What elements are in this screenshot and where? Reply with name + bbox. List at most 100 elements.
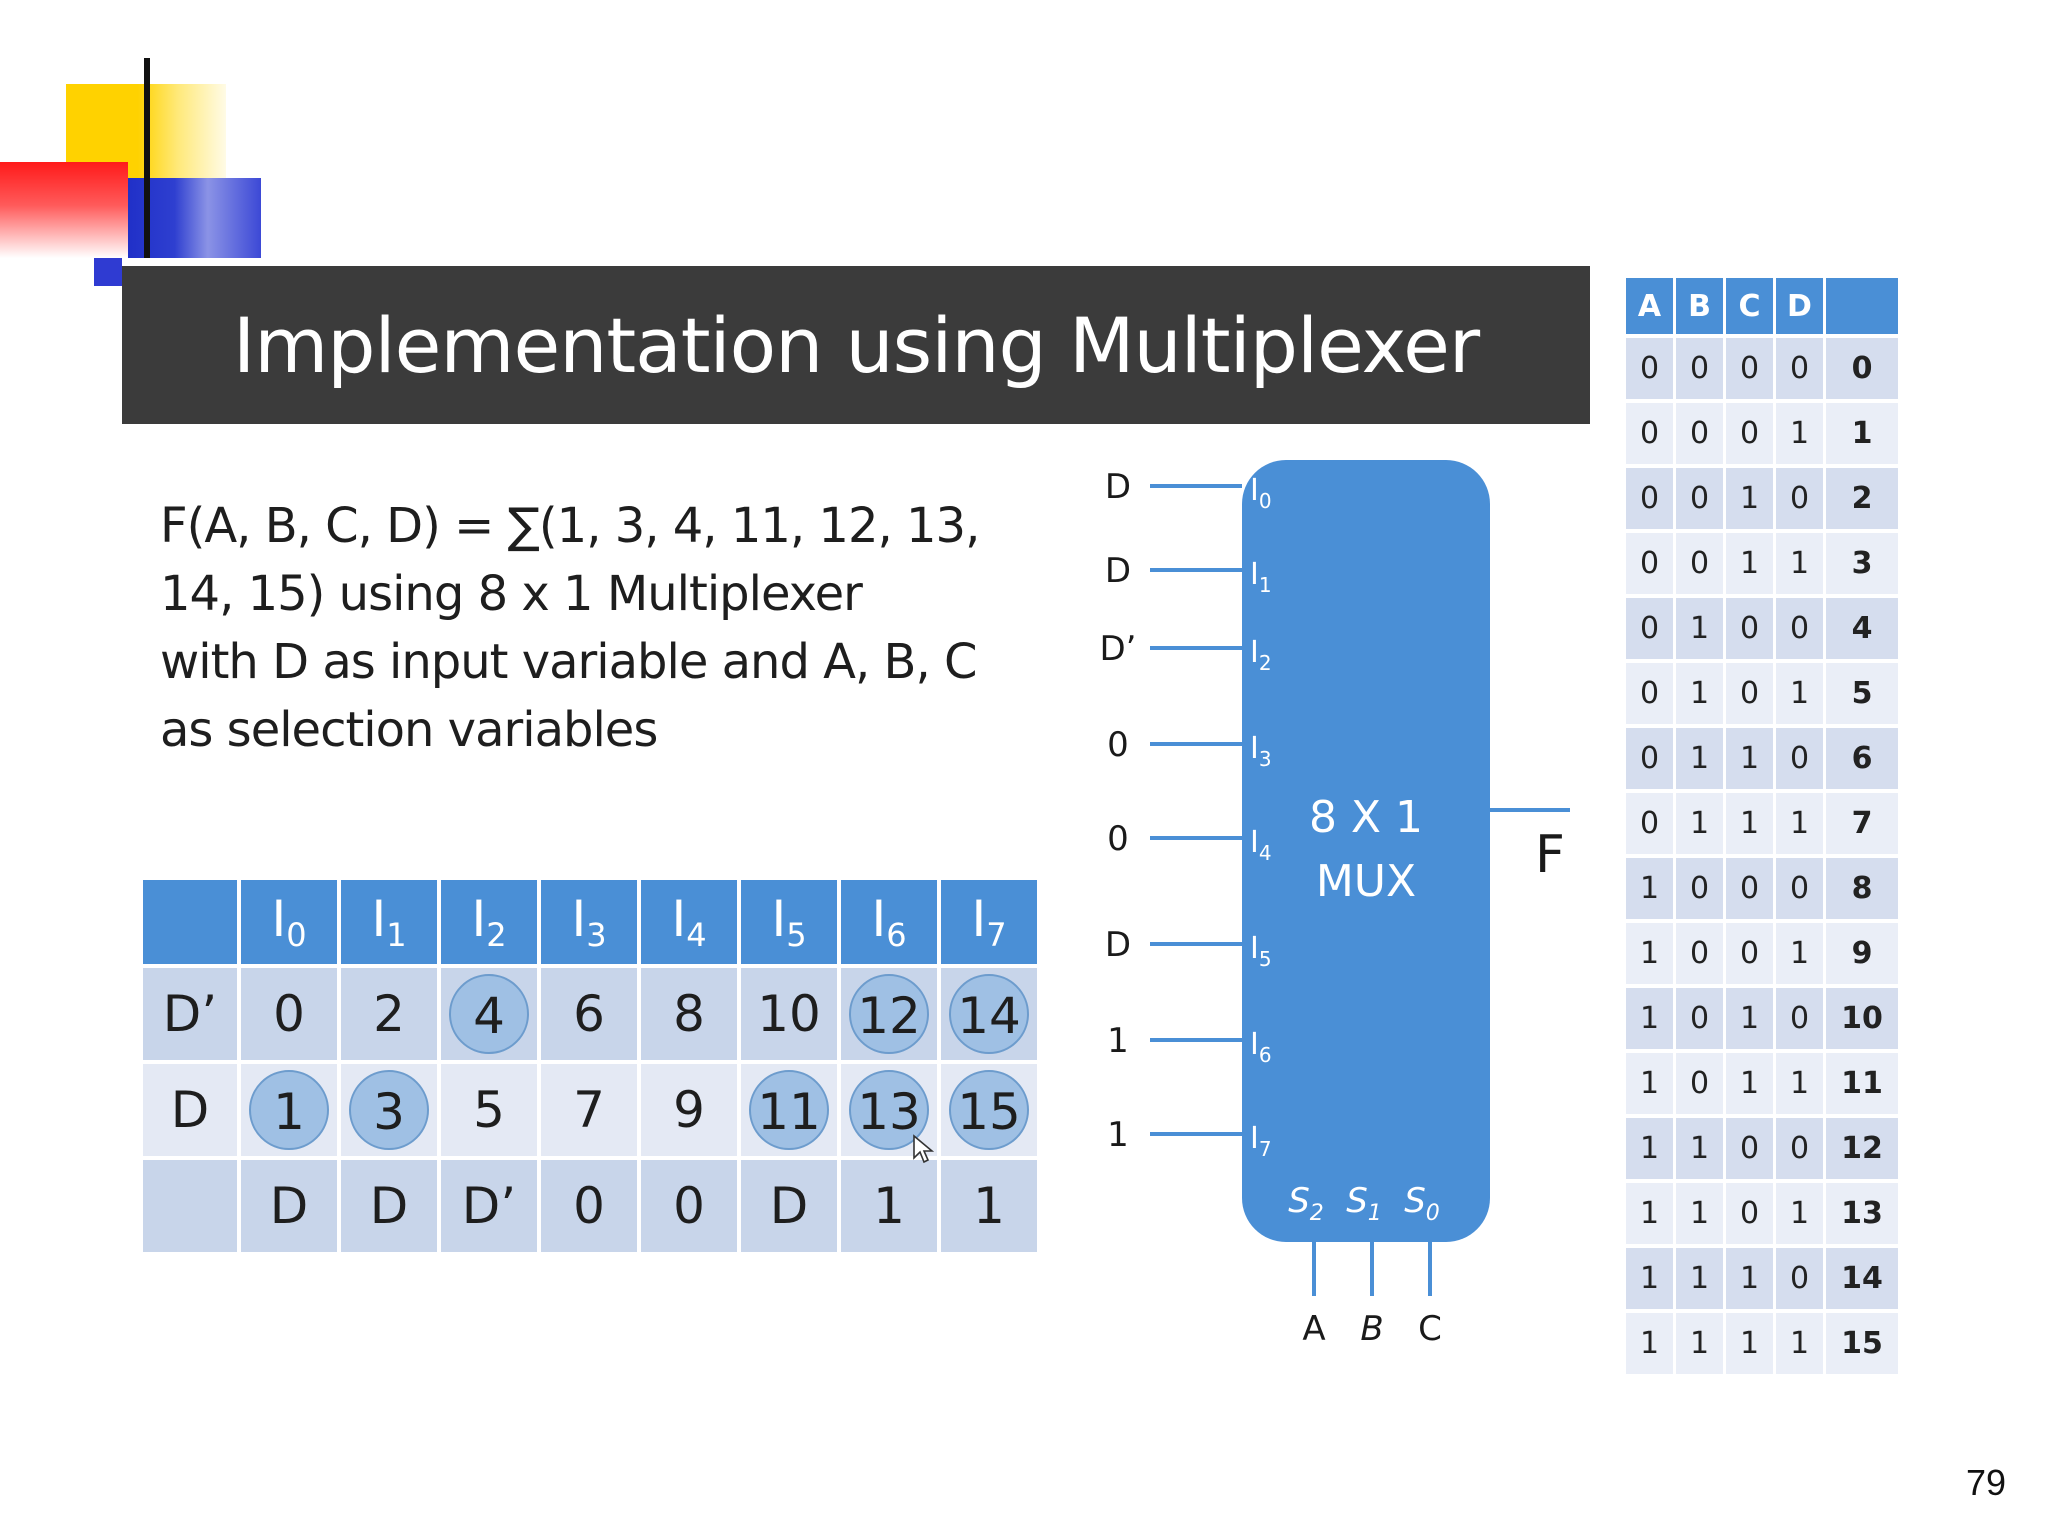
deco-small-blue-square xyxy=(94,258,122,286)
mux-label-size: 8 X 1 xyxy=(1309,792,1423,843)
truth-bit-cell: 0 xyxy=(1774,726,1826,793)
truth-bit-cell: 0 xyxy=(1724,401,1776,468)
impl-cell: 5 xyxy=(439,1062,541,1160)
impl-row-label xyxy=(143,1158,241,1256)
minterm-circle: 11 xyxy=(749,1070,829,1150)
minterm-circle: 1 xyxy=(249,1070,329,1150)
truth-bit-cell: 0 xyxy=(1626,596,1676,663)
truth-bit-cell: 1 xyxy=(1774,531,1826,598)
truth-bit-cell: 0 xyxy=(1774,1246,1826,1313)
impl-header-i7: I7 xyxy=(939,880,1041,968)
mux-select-variable: B xyxy=(1360,1309,1383,1349)
truth-bit-cell: 0 xyxy=(1724,596,1776,663)
truth-decimal-cell: 12 xyxy=(1824,1116,1901,1183)
minterm-circle: 4 xyxy=(449,974,529,1054)
truth-bit-cell: 0 xyxy=(1774,336,1826,403)
deco-blue-square xyxy=(128,178,261,258)
truth-decimal-cell: 11 xyxy=(1824,1051,1901,1118)
truth-header-c: C xyxy=(1724,278,1776,338)
truth-bit-cell: 0 xyxy=(1674,531,1726,598)
impl-cell: 0 xyxy=(639,1158,741,1256)
truth-bit-cell: 1 xyxy=(1674,1116,1726,1183)
truth-bit-cell: 0 xyxy=(1626,401,1676,468)
impl-cell: 0 xyxy=(239,966,341,1064)
mux-label-type: MUX xyxy=(1316,856,1416,907)
truth-bit-cell: 0 xyxy=(1724,661,1776,728)
truth-bit-cell: 1 xyxy=(1674,596,1726,663)
impl-cell: 4 xyxy=(439,966,541,1064)
mux-body xyxy=(1242,460,1490,1242)
description-line: with D as input variable and A, B, C xyxy=(160,634,978,690)
minterm-circle: 14 xyxy=(949,974,1029,1054)
truth-bit-cell: 0 xyxy=(1674,401,1726,468)
mux-input-value: D xyxy=(1105,925,1131,965)
truth-bit-cell: 1 xyxy=(1724,791,1776,858)
mux-select-pin: S0 xyxy=(1404,1181,1440,1226)
truth-bit-cell: 0 xyxy=(1724,921,1776,988)
truth-bit-cell: 1 xyxy=(1724,1051,1776,1118)
truth-decimal-cell: 10 xyxy=(1824,986,1901,1053)
minterm-circle: 12 xyxy=(849,974,929,1054)
truth-decimal-cell: 1 xyxy=(1824,401,1901,468)
impl-cell: D xyxy=(739,1158,841,1256)
impl-cell: 0 xyxy=(539,1158,641,1256)
mux-select-variable: A xyxy=(1302,1309,1325,1349)
impl-row-label: D xyxy=(143,1062,241,1160)
impl-header-corner xyxy=(143,880,241,968)
mux-input-value: 1 xyxy=(1107,1021,1129,1061)
truth-bit-cell: 0 xyxy=(1626,531,1676,598)
truth-bit-cell: 0 xyxy=(1674,986,1726,1053)
impl-header-i0: I0 xyxy=(239,880,341,968)
truth-bit-cell: 1 xyxy=(1774,401,1826,468)
impl-cell: 11 xyxy=(739,1062,841,1160)
impl-header-i4: I4 xyxy=(639,880,741,968)
page-number: 79 xyxy=(1965,1462,2006,1503)
truth-decimal-cell: 13 xyxy=(1824,1181,1901,1248)
impl-cell: 3 xyxy=(339,1062,441,1160)
impl-cell: 2 xyxy=(339,966,441,1064)
truth-header-decimal xyxy=(1824,278,1901,338)
mux-input-value: 1 xyxy=(1107,1115,1129,1155)
truth-bit-cell: 1 xyxy=(1724,466,1776,533)
minterm-circle: 3 xyxy=(349,1070,429,1150)
truth-bit-cell: 1 xyxy=(1674,661,1726,728)
truth-bit-cell: 1 xyxy=(1626,1311,1676,1378)
truth-bit-cell: 0 xyxy=(1626,791,1676,858)
truth-bit-cell: 1 xyxy=(1626,921,1676,988)
impl-cell: D xyxy=(339,1158,441,1256)
truth-bit-cell: 0 xyxy=(1674,1051,1726,1118)
truth-bit-cell: 1 xyxy=(1674,1181,1726,1248)
output-label: F xyxy=(1535,825,1565,885)
impl-cell: 1 xyxy=(239,1062,341,1160)
impl-cell: 14 xyxy=(939,966,1041,1064)
truth-bit-cell: 0 xyxy=(1724,336,1776,403)
truth-bit-cell: 0 xyxy=(1626,336,1676,403)
mux-input-value: D xyxy=(1105,467,1131,507)
truth-bit-cell: 1 xyxy=(1674,1311,1726,1378)
impl-cell: D xyxy=(239,1158,341,1256)
impl-header-i6: I6 xyxy=(839,880,941,968)
truth-header-b: B xyxy=(1674,278,1726,338)
impl-cell: 10 xyxy=(739,966,841,1064)
truth-bit-cell: 1 xyxy=(1724,1246,1776,1313)
impl-cell: 1 xyxy=(939,1158,1041,1256)
impl-cell: 12 xyxy=(839,966,941,1064)
truth-decimal-cell: 2 xyxy=(1824,466,1901,533)
mouse-cursor-icon xyxy=(913,1134,934,1164)
truth-decimal-cell: 7 xyxy=(1824,791,1901,858)
impl-cell: 8 xyxy=(639,966,741,1064)
impl-header-i1: I1 xyxy=(339,880,441,968)
truth-bit-cell: 0 xyxy=(1674,921,1726,988)
